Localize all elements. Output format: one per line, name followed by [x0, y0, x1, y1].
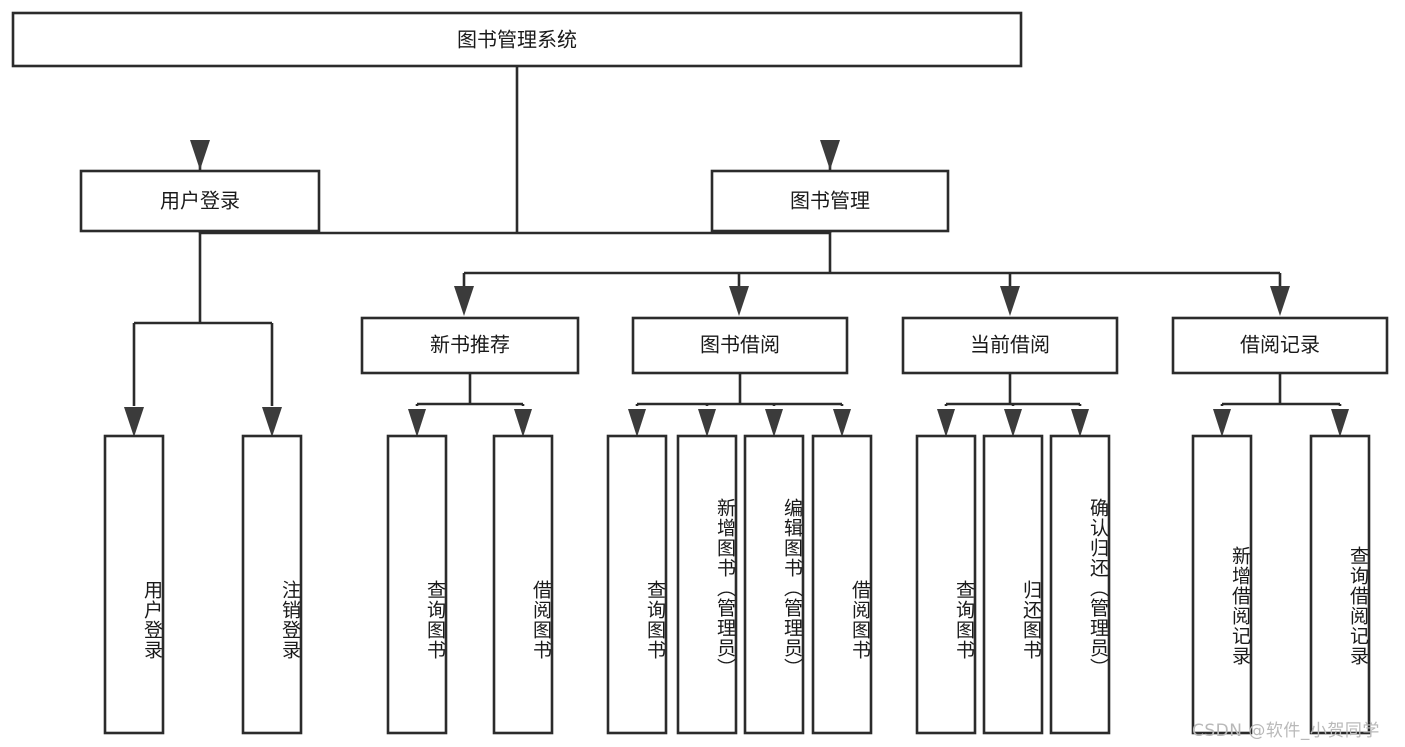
node-book-borrow-box[interactable] [631, 316, 849, 375]
node-book-borrow-label: 图书借阅 [700, 333, 780, 357]
node-book-borrow[interactable]: 图书借阅 [631, 316, 849, 375]
arrow-icon-leaf-query-book-3 [937, 409, 955, 437]
arrow-icon-currentborrow [1000, 286, 1020, 316]
watermark-text: CSDN @软件_小贺同学 [1192, 721, 1380, 741]
arrow-icon-userlogin [190, 140, 210, 170]
arrowheads-group [124, 140, 1349, 437]
leaf-box-query-record[interactable] [1309, 434, 1371, 735]
node-book-manage[interactable]: 图书管理 [710, 169, 950, 233]
node-current-borrow-box[interactable] [901, 316, 1119, 375]
node-book-manage-box[interactable] [710, 169, 950, 233]
node-borrow-record-label: 借阅记录 [1240, 333, 1320, 357]
arrow-icon-leaf-return-book [1004, 409, 1022, 437]
node-current-borrow[interactable]: 当前借阅 [901, 316, 1119, 375]
leaf-box-query-book-3[interactable] [915, 434, 977, 735]
arrow-icon-leaf-logout [262, 407, 282, 437]
arrow-icon-newbook [454, 286, 474, 316]
node-borrow-record[interactable]: 借阅记录 [1171, 316, 1389, 375]
arrow-icon-bookmanage [820, 140, 840, 170]
node-root-label: 图书管理系统 [457, 28, 577, 52]
arrow-icon-leaf-query-record [1331, 409, 1349, 437]
node-new-book-rec-box[interactable] [360, 316, 580, 375]
leaf-box-query-book-2[interactable] [606, 434, 668, 735]
node-book-manage-label: 图书管理 [790, 189, 870, 213]
node-borrow-record-box[interactable] [1171, 316, 1389, 375]
leaf-box-edit-book[interactable] [743, 434, 805, 735]
arrow-icon-leaf-confirm-return [1071, 409, 1089, 437]
arrow-icon-bookborrow [729, 286, 749, 316]
node-new-book-rec-label: 新书推荐 [430, 333, 510, 357]
node-current-borrow-label: 当前借阅 [970, 333, 1050, 357]
node-root-box[interactable] [11, 11, 1023, 68]
arrow-icon-leaf-query-book-1 [408, 409, 426, 437]
node-new-book-rec[interactable]: 新书推荐 [360, 316, 580, 375]
arrow-icon-leaf-query-book-2 [628, 409, 646, 437]
leaf-box-add-record[interactable] [1191, 434, 1253, 735]
leaf-box-add-book[interactable] [676, 434, 738, 735]
node-user-login[interactable]: 用户登录 [79, 169, 321, 233]
node-root[interactable]: 图书管理系统 [11, 11, 1023, 68]
arrow-icon-leaf-borrow-book-2 [833, 409, 851, 437]
arrow-icon-leaf-add-book [698, 409, 716, 437]
leaf-box-borrow-book-1[interactable] [492, 434, 554, 735]
leaf-box-return-book[interactable] [982, 434, 1044, 735]
arrow-icon-leaf-user-login [124, 407, 144, 437]
leaf-boxes-group [103, 434, 1371, 735]
leaf-box-logout[interactable] [241, 434, 303, 735]
arrow-icon-borrowrecord [1270, 286, 1290, 316]
arrow-icon-leaf-borrow-book-1 [514, 409, 532, 437]
leaf-box-confirm-return[interactable] [1049, 434, 1111, 735]
arrow-icon-leaf-add-record [1213, 409, 1231, 437]
node-user-login-label: 用户登录 [160, 189, 240, 213]
leaf-box-user-login[interactable] [103, 434, 165, 735]
arrow-icon-leaf-edit-book [765, 409, 783, 437]
node-user-login-box[interactable] [79, 169, 321, 233]
leaf-box-borrow-book-2[interactable] [811, 434, 873, 735]
leaf-box-query-book-1[interactable] [386, 434, 448, 735]
